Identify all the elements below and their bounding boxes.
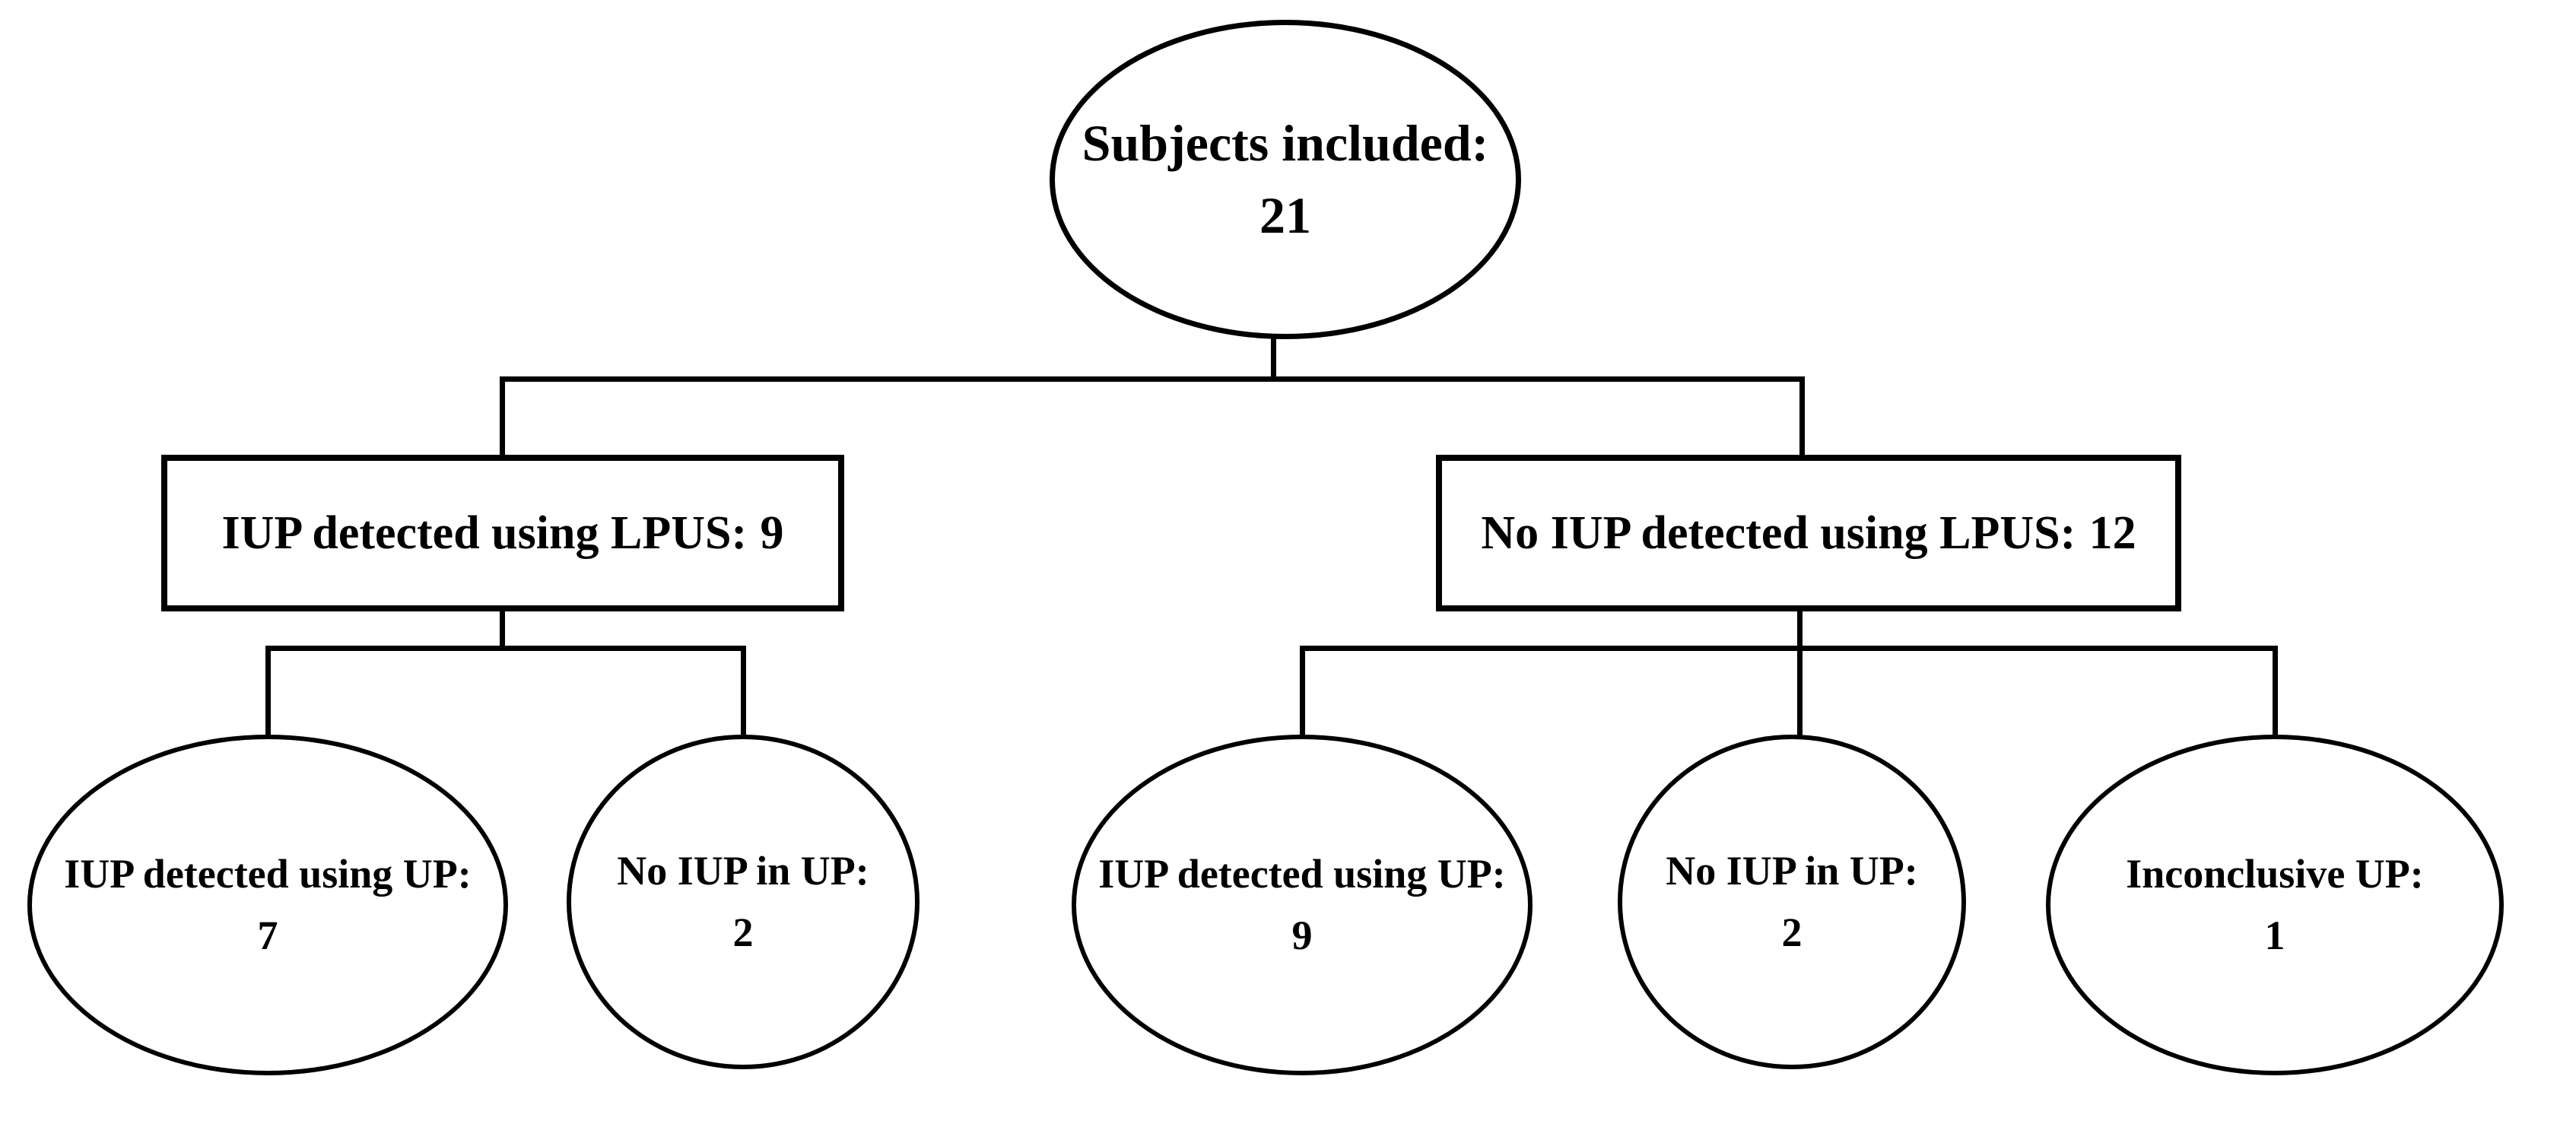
node-label: IUP detected using LPUS:: [221, 506, 748, 559]
node-value: 1: [2264, 913, 2285, 958]
node-subjects-included: Subjects included: 21: [1050, 20, 1521, 339]
connector-right-child1-vertical: [1300, 646, 1305, 741]
node-value: 9: [760, 506, 784, 559]
node-value: 21: [1259, 186, 1311, 244]
node-label: No IUP in UP:: [617, 848, 869, 894]
connector-left-box-stub: [500, 608, 505, 651]
node-label: Inconclusive UP:: [2126, 851, 2424, 897]
node-iup-detected-up-left: IUP detected using UP: 7: [27, 735, 508, 1075]
node-label: No IUP in UP:: [1666, 848, 1918, 894]
node-no-iup-detected-lpus: No IUP detected using LPUS: 12: [1436, 455, 2181, 611]
node-value: 2: [1781, 910, 1803, 955]
connector-right-child3-vertical: [2273, 646, 2278, 741]
connector-left-horizontal: [265, 646, 746, 651]
connector-right-horizontal: [1300, 646, 2278, 651]
node-no-iup-in-up-right: No IUP in UP: 2: [1618, 735, 1966, 1069]
connector-right-box-stub-vertical: [1797, 608, 1803, 741]
connector-left-branch-vertical: [500, 376, 505, 460]
node-label: IUP detected using UP:: [64, 851, 472, 897]
node-value: 7: [257, 913, 278, 958]
node-label: IUP detected using UP:: [1098, 851, 1506, 897]
node-inconclusive-up: Inconclusive UP: 1: [2046, 735, 2504, 1075]
connector-root-stub: [1271, 335, 1276, 382]
connector-top-horizontal: [500, 376, 1805, 382]
node-value: 12: [2088, 506, 2136, 559]
connector-right-branch-vertical: [1799, 376, 1805, 460]
node-value: 2: [732, 910, 754, 955]
node-no-iup-in-up-left: No IUP in UP: 2: [567, 735, 920, 1069]
connector-left-child2-vertical: [741, 646, 746, 741]
node-label: Subjects included:: [1082, 113, 1489, 172]
node-value: 9: [1291, 913, 1313, 958]
node-label: No IUP detected using LPUS:: [1481, 506, 2076, 559]
node-iup-detected-up-right: IUP detected using UP: 9: [1072, 735, 1533, 1075]
node-iup-detected-lpus: IUP detected using LPUS: 9: [161, 455, 844, 611]
connector-left-child1-vertical: [265, 646, 271, 741]
